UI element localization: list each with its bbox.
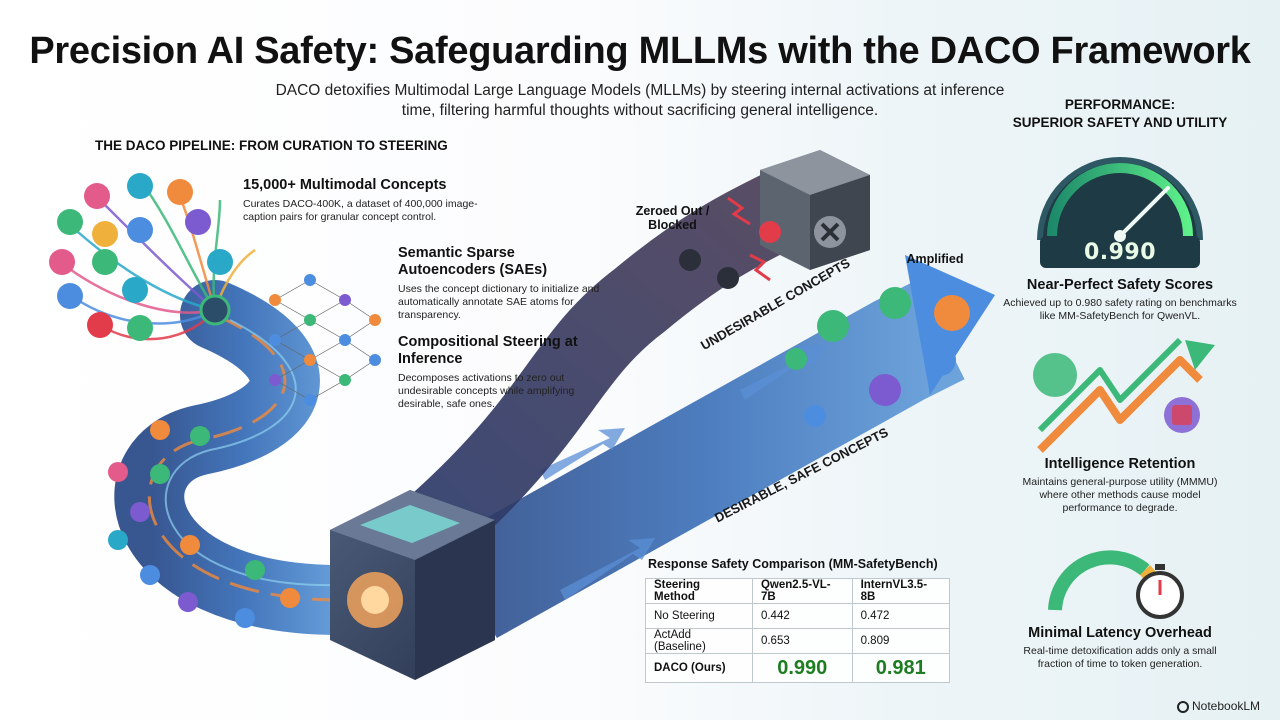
step-steering: Compositional Steering at Inference Deco… bbox=[398, 334, 583, 411]
table-row: ActAdd (Baseline) 0.653 0.809 bbox=[645, 628, 951, 654]
step-concepts-desc: Curates DACO-400K, a dataset of 400,000 … bbox=[243, 198, 478, 223]
blocked-label: Zeroed Out / Blocked bbox=[635, 204, 710, 232]
stream-icons bbox=[108, 420, 300, 628]
comparison-table: Steering Method Qwen2.5-VL-7B InternVL3.… bbox=[645, 578, 951, 683]
table-header: Qwen2.5-VL-7B bbox=[751, 578, 853, 604]
table-row: No Steering 0.442 0.472 bbox=[645, 603, 951, 629]
table-title: Response Safety Comparison (MM-SafetyBen… bbox=[648, 557, 938, 571]
amplified-label: Amplified bbox=[906, 252, 964, 266]
table-cell: ActAdd (Baseline) bbox=[645, 628, 753, 654]
safety-gauge bbox=[1037, 157, 1203, 268]
intelligence-chart bbox=[1033, 337, 1215, 453]
step-steering-title: Compositional Steering at Inference bbox=[398, 334, 578, 367]
page-subtitle: DACO detoxifies Multimodal Large Languag… bbox=[275, 82, 1005, 119]
harmful-icons bbox=[679, 221, 781, 289]
performance-heading-line2: SUPERIOR SAFETY AND UTILITY bbox=[1012, 115, 1228, 130]
table-cell: 0.442 bbox=[751, 603, 853, 629]
table-cell: DACO (Ours) bbox=[645, 653, 753, 683]
undesirable-stream bbox=[393, 174, 798, 571]
step-concepts-title: 15,000+ Multimodal Concepts bbox=[243, 177, 447, 193]
steering-cube bbox=[330, 490, 495, 680]
table-cell: 0.809 bbox=[851, 628, 951, 654]
table-cell: 0.653 bbox=[751, 628, 853, 654]
perf-safety-desc: Achieved up to 0.980 safety rating on be… bbox=[1003, 297, 1237, 322]
table-row-daco: DACO (Ours) 0.990 0.981 bbox=[645, 653, 951, 683]
step-steering-desc: Decomposes activations to zero out undes… bbox=[398, 372, 575, 410]
page-title: Precision AI Safety: Safeguarding MLLMs … bbox=[29, 30, 1251, 72]
perf-intelligence: Intelligence Retention Maintains general… bbox=[1010, 456, 1230, 515]
table-header: Steering Method bbox=[645, 578, 753, 604]
perf-latency-title: Minimal Latency Overhead bbox=[1028, 625, 1212, 641]
perf-latency: Minimal Latency Overhead Real-time detox… bbox=[1015, 625, 1225, 671]
performance-heading-line1: PERFORMANCE: bbox=[1064, 97, 1176, 112]
step-concepts: 15,000+ Multimodal Concepts Curates DACO… bbox=[243, 177, 493, 224]
table-cell: No Steering bbox=[645, 603, 753, 629]
sae-nodes bbox=[269, 274, 381, 406]
blocked-gate bbox=[760, 150, 870, 270]
step-sae-title: Semantic Sparse Autoencoders (SAEs) bbox=[398, 245, 548, 278]
notebooklm-logo bbox=[1177, 701, 1189, 713]
table-cell-highlight: 0.990 bbox=[751, 653, 853, 683]
concept-icons bbox=[49, 173, 233, 341]
step-sae: Semantic Sparse Autoencoders (SAEs) Uses… bbox=[398, 245, 608, 322]
perf-latency-desc: Real-time detoxification adds only a sma… bbox=[1023, 645, 1217, 670]
latency-gauge bbox=[1048, 550, 1184, 619]
table-header-row: Steering Method Qwen2.5-VL-7B InternVL3.… bbox=[645, 578, 951, 604]
perf-intelligence-desc: Maintains general-purpose utility (MMMU)… bbox=[1022, 476, 1218, 514]
table-cell: 0.472 bbox=[851, 603, 951, 629]
branding-text: NotebookLM bbox=[1192, 699, 1261, 713]
perf-safety-title: Near-Perfect Safety Scores bbox=[1026, 277, 1214, 293]
perf-intelligence-title: Intelligence Retention bbox=[1044, 456, 1196, 472]
branding: NotebookLM bbox=[1192, 699, 1260, 713]
step-sae-desc: Uses the concept dictionary to initializ… bbox=[398, 283, 600, 321]
performance-heading: PERFORMANCE: SUPERIOR SAFETY AND UTILITY bbox=[990, 96, 1250, 132]
table-header: InternVL3.5-8B bbox=[851, 578, 951, 604]
table-cell-highlight: 0.981 bbox=[851, 653, 951, 683]
perf-safety: Near-Perfect Safety Scores Achieved up t… bbox=[1000, 277, 1240, 323]
sae-network bbox=[274, 279, 376, 401]
pipeline-heading: THE DACO PIPELINE: FROM CURATION TO STEE… bbox=[95, 138, 448, 153]
gauge-value: 0.990 bbox=[1083, 240, 1157, 265]
safe-icons bbox=[785, 287, 970, 427]
